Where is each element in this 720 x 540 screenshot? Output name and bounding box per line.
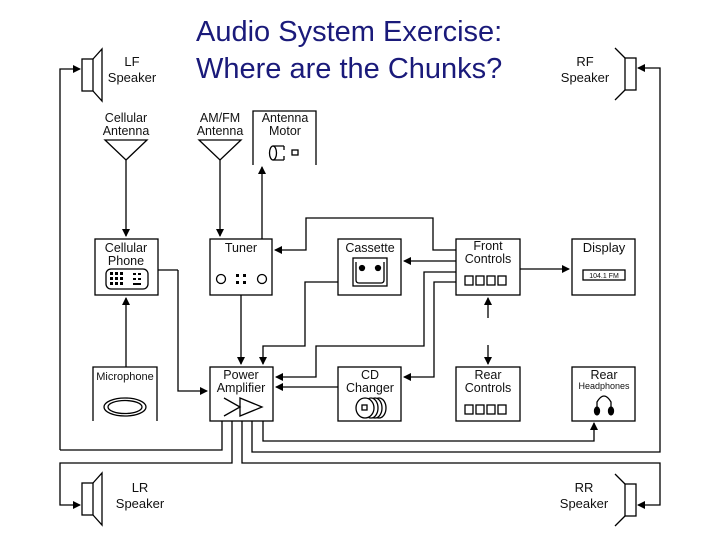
- antenna-icon: [103, 139, 149, 161]
- rf-speaker-label-1: RF: [576, 54, 593, 69]
- wire-front-controls-to-tuner: [274, 217, 456, 254]
- slide-title: Audio System Exercise: Where are the Chu…: [196, 14, 502, 88]
- wire-front-controls-to-cd: [403, 281, 456, 381]
- cellular-phone: Cellular Phone: [94, 238, 159, 296]
- cd-changer-label-2: Changer: [346, 381, 394, 395]
- antenna-icon: [197, 139, 243, 161]
- front-controls-label-2: Controls: [465, 252, 512, 266]
- antenna-motor: Antenna Motor: [252, 110, 317, 165]
- wires: [59, 64, 661, 509]
- wire-amp-to-lf-speaker: [59, 65, 81, 450]
- rear-headphones-label-1: Rear: [590, 368, 617, 382]
- speaker-icon: [614, 47, 637, 101]
- antenna-motor-label-1: Antenna: [262, 111, 309, 125]
- control-buttons-icon: [464, 275, 507, 286]
- cellular-phone-label-2: Phone: [108, 254, 144, 268]
- microphone: Microphone: [92, 366, 158, 421]
- lf-speaker-label-1: LF: [124, 54, 139, 69]
- lr-speaker-label-1: LR: [132, 480, 149, 495]
- title-line-1: Audio System Exercise:: [196, 16, 503, 48]
- cd-discs-icon: [355, 397, 387, 419]
- rear-headphones-label-2: Headphones: [578, 381, 630, 391]
- cassette: Cassette: [337, 238, 402, 296]
- amfm-antenna: AM/FM Antenna: [197, 111, 244, 161]
- lf-speaker: LF Speaker: [81, 47, 157, 103]
- power-amplifier: Power Amplifier: [209, 366, 274, 422]
- lcd-readout-icon: 104.1 FM: [582, 269, 626, 281]
- rr-speaker-label-1: RR: [575, 480, 594, 495]
- lr-speaker-label-2: Speaker: [116, 496, 165, 511]
- title-line-2: Where are the Chunks?: [196, 53, 503, 85]
- rf-speaker: RF Speaker: [561, 47, 637, 101]
- speaker-icon: [81, 47, 103, 103]
- microphone-icon: [103, 397, 147, 417]
- display-label: Display: [583, 240, 626, 255]
- power-amplifier-label-1: Power: [223, 368, 258, 382]
- front-controls-label-1: Front: [473, 239, 503, 253]
- lf-speaker-label-2: Speaker: [108, 70, 157, 85]
- wire-front-controls-to-amp: [275, 271, 456, 381]
- tuner: Tuner: [209, 238, 273, 296]
- rear-headphones: Rear Headphones: [571, 366, 636, 422]
- cassette-tape-icon: [352, 257, 388, 287]
- tuner-knobs-icon: [215, 273, 268, 285]
- motor-icon: [268, 145, 299, 161]
- wire-phone-to-amp: [158, 269, 207, 391]
- microphone-label: Microphone: [96, 371, 153, 383]
- cassette-label: Cassette: [345, 241, 394, 255]
- amplifier-icon: [223, 397, 264, 417]
- rr-speaker: RR Speaker: [560, 473, 637, 527]
- rear-controls-label-2: Controls: [465, 381, 512, 395]
- wire-amp-lf-lower: [60, 421, 223, 451]
- front-controls: Front Controls: [455, 238, 521, 296]
- power-amplifier-label-2: Amplifier: [217, 381, 266, 395]
- speaker-icon: [614, 473, 637, 527]
- keypad-icon: [105, 268, 149, 290]
- cd-changer: CD Changer: [337, 366, 402, 422]
- control-buttons-icon: [464, 404, 507, 415]
- cellular-antenna: Cellular Antenna: [103, 111, 150, 161]
- antenna-motor-label-2: Motor: [269, 124, 301, 138]
- amfm-antenna-label-2: Antenna: [197, 124, 244, 138]
- cellular-antenna-label-2: Antenna: [103, 124, 150, 138]
- wire-cassette-to-amp: [259, 281, 338, 365]
- speaker-icon: [81, 471, 103, 527]
- rear-controls-label-1: Rear: [474, 368, 501, 382]
- wire-amp-to-lr-speaker: [59, 421, 233, 509]
- cellular-phone-label-1: Cellular: [105, 241, 147, 255]
- display: Display 104.1 FM: [571, 238, 636, 296]
- display-readout: 104.1 FM: [589, 273, 619, 280]
- wire-amp-to-rr-speaker: [241, 421, 661, 509]
- headphones-icon: [593, 395, 615, 416]
- lr-speaker: LR Speaker: [81, 471, 165, 527]
- rear-controls: Rear Controls: [455, 366, 521, 422]
- cellular-antenna-label-1: Cellular: [105, 111, 147, 125]
- rr-speaker-label-2: Speaker: [560, 496, 609, 511]
- wire-amp-to-headphones: [262, 421, 598, 442]
- amfm-antenna-label-1: AM/FM: [200, 111, 240, 125]
- tuner-label: Tuner: [225, 241, 257, 255]
- cd-changer-label-1: CD: [361, 368, 379, 382]
- rf-speaker-label-2: Speaker: [561, 70, 610, 85]
- wire-amp-to-rf-speaker: [251, 64, 661, 453]
